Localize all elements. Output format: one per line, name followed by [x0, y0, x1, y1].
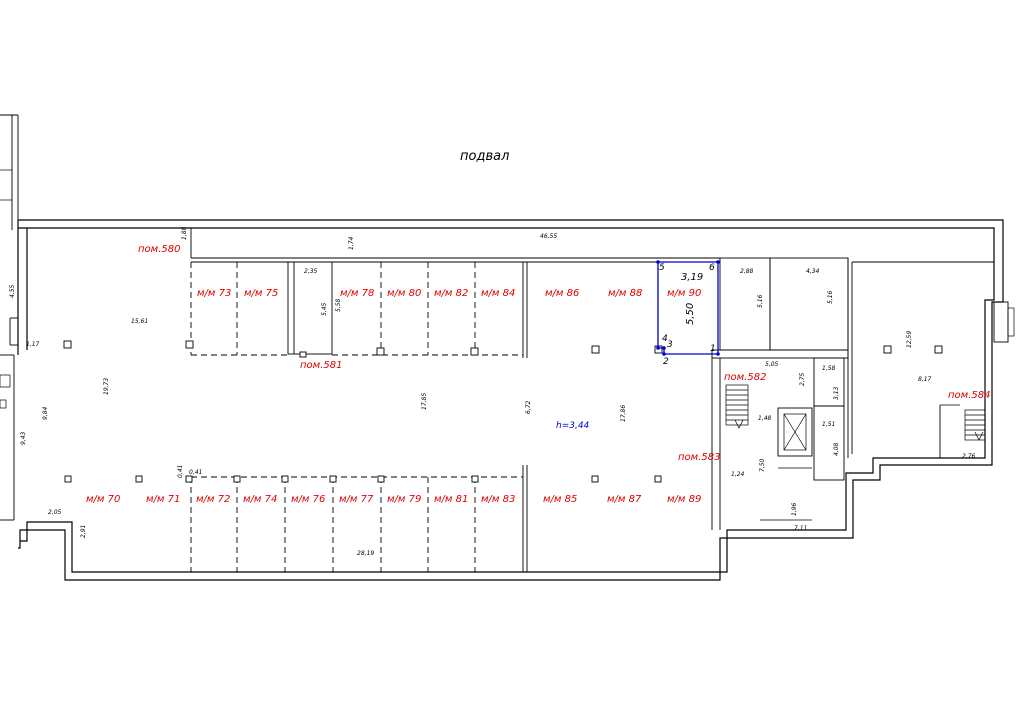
- parking-space-label: м/м 78: [340, 288, 374, 299]
- dim-label: 1,58: [822, 365, 836, 372]
- parking-space-label: м/м 70: [86, 494, 120, 505]
- parking-space-label: м/м 80: [387, 288, 421, 299]
- floor-title: подвал: [460, 149, 509, 164]
- dim-label: 2,91: [80, 525, 87, 538]
- selected-space-outline[interactable]: [656, 260, 720, 356]
- point-label: 6: [709, 263, 715, 273]
- dim-label: 4,55: [9, 284, 16, 298]
- parking-space-label-selected: м/м 90: [667, 288, 701, 299]
- dim-label: 2,05: [48, 509, 62, 516]
- interior-walls: [190, 228, 994, 572]
- dim-label: 3,13: [833, 386, 840, 400]
- parking-dividers-top: [190, 262, 523, 356]
- dim-label: 5,16: [827, 290, 834, 304]
- parking-space-label: м/м 85: [543, 494, 577, 505]
- point-label: 2: [663, 357, 669, 367]
- dim-label: 1,51: [822, 421, 835, 428]
- outer-walls: [9, 219, 1015, 581]
- dim-label: 7,11: [794, 525, 807, 532]
- dimension-labels: 46,55 1,88 1,74 2,35 5,45 5,58 4,55 15,6…: [9, 226, 976, 557]
- dim-label: 5,05: [765, 361, 779, 368]
- parking-space-label: м/м 75: [244, 288, 278, 299]
- dim-label: 6,72: [525, 400, 532, 414]
- room-label-582: пом.582: [724, 372, 766, 383]
- point-label: 5: [659, 263, 665, 273]
- parking-space-label: м/м 87: [607, 494, 642, 505]
- selection-width: 3,19: [681, 272, 703, 283]
- dim-label: 1,74: [348, 236, 355, 250]
- parking-space-label: м/м 81: [434, 494, 468, 505]
- dim-label: 2,76: [962, 453, 976, 460]
- elevator-shaft: [777, 407, 813, 457]
- parking-space-label: м/м 77: [339, 494, 374, 505]
- parking-space-label: м/м 88: [608, 288, 642, 299]
- dim-label: 2,88: [740, 268, 754, 275]
- dim-label: 1,96: [791, 502, 798, 516]
- dim-label: 1,48: [758, 415, 772, 422]
- dim-label: 2,75: [799, 372, 806, 386]
- parking-space-label: м/м 76: [291, 494, 325, 505]
- parking-space-label: м/м 83: [481, 494, 515, 505]
- parking-dividers-bottom: [190, 476, 523, 572]
- parking-space-label: м/м 86: [545, 288, 579, 299]
- parking-space-label: м/м 73: [197, 288, 231, 299]
- room-label-580: пом.580: [138, 244, 180, 255]
- point-label: 4: [662, 334, 668, 344]
- selection-length: 5,50: [685, 303, 696, 325]
- dim-label: 8,17: [918, 376, 932, 383]
- dim-label: 5,45: [321, 302, 328, 316]
- dim-label: 1,88: [181, 226, 188, 240]
- point-label: 1: [710, 344, 716, 354]
- room-label-581: пом.581: [300, 360, 342, 371]
- stairs-left: [725, 384, 749, 429]
- dim-label: 7,50: [759, 458, 766, 472]
- dim-label: 5,58: [335, 298, 342, 312]
- dim-label: 2,35: [304, 268, 318, 275]
- dim-label: 15,61: [131, 318, 148, 325]
- parking-space-label: м/м 71: [146, 494, 180, 505]
- dim-label: 17,86: [620, 405, 627, 422]
- height-label: h=3,44: [556, 421, 590, 431]
- parking-space-label: м/м 84: [481, 288, 515, 299]
- dim-label: 1,17: [26, 341, 40, 348]
- parking-space-label: м/м 89: [667, 494, 701, 505]
- dim-label: 19,73: [103, 378, 110, 395]
- stairs-right: [964, 409, 986, 441]
- dim-label: 9,43: [20, 431, 27, 445]
- dim-label: 12,59: [906, 331, 913, 348]
- dim-label: 28,19: [357, 550, 374, 557]
- parking-space-label: м/м 79: [387, 494, 421, 505]
- parking-space-label: м/м 82: [434, 288, 468, 299]
- dim-label: 0,41: [177, 465, 184, 478]
- dim-label: 5,16: [757, 294, 764, 308]
- left-building-fragment: [0, 114, 19, 521]
- room-label-584: пом.584: [948, 390, 990, 401]
- dim-label: 0,41: [189, 469, 202, 476]
- dim-label: 9,84: [42, 406, 49, 420]
- parking-space-label: м/м 74: [243, 494, 277, 505]
- dim-label: 4,34: [806, 268, 820, 275]
- room-label-583: пом.583: [678, 452, 720, 463]
- columns: [63, 340, 943, 483]
- dim-label: 46,55: [540, 233, 557, 240]
- point-label: 3: [667, 340, 673, 350]
- dim-label: 4,08: [833, 442, 840, 456]
- dim-label: 1,24: [731, 471, 745, 478]
- dim-label: 17,85: [421, 393, 428, 410]
- parking-space-label: м/м 72: [196, 494, 230, 505]
